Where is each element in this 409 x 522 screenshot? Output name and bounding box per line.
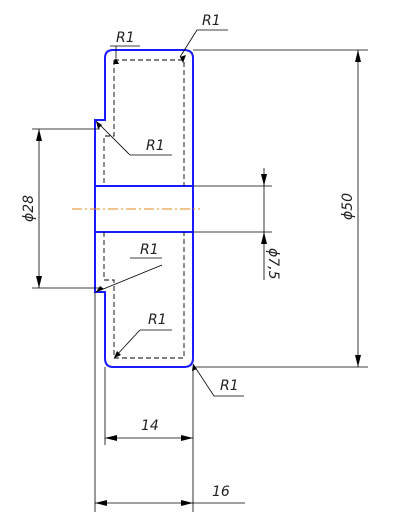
radius-callout-mid-lower: R1 (95, 242, 163, 293)
radius-callout-bottom-right: R1 (192, 363, 244, 397)
dimension-14: 14 (105, 418, 193, 441)
radius-callout-top-left: R1 (110, 30, 140, 58)
outer-profile (94, 49, 194, 368)
radius-callout-bottom-inner: R1 (113, 312, 172, 359)
extension-lines (32, 49, 368, 512)
d7-5-label: ϕ7,5 (265, 248, 281, 280)
hidden-upper (103, 59, 185, 186)
dimension-d50: ϕ50 (340, 50, 361, 367)
svg-text:R1: R1 (140, 242, 159, 258)
dimension-d28: ϕ28 (21, 129, 42, 288)
radius-callout-top-right: R1 (179, 13, 228, 58)
svg-text:R1: R1 (146, 138, 165, 154)
hidden-edges (103, 59, 185, 359)
d50-label: ϕ50 (340, 193, 356, 220)
hidden-lower (103, 232, 185, 359)
svg-text:R1: R1 (202, 13, 221, 29)
dimension-d7-5: ϕ7,5 (261, 168, 281, 280)
svg-text:R1: R1 (220, 378, 239, 394)
d28-label: ϕ28 (21, 195, 37, 222)
dimension-16: 16 (95, 484, 245, 506)
svg-text:R1: R1 (116, 30, 135, 46)
radius-callout-mid-upper: R1 (95, 120, 172, 156)
svg-text:R1: R1 (148, 312, 167, 328)
len16-label: 16 (212, 484, 230, 500)
len14-label: 14 (141, 418, 159, 434)
part-outline (94, 49, 194, 368)
